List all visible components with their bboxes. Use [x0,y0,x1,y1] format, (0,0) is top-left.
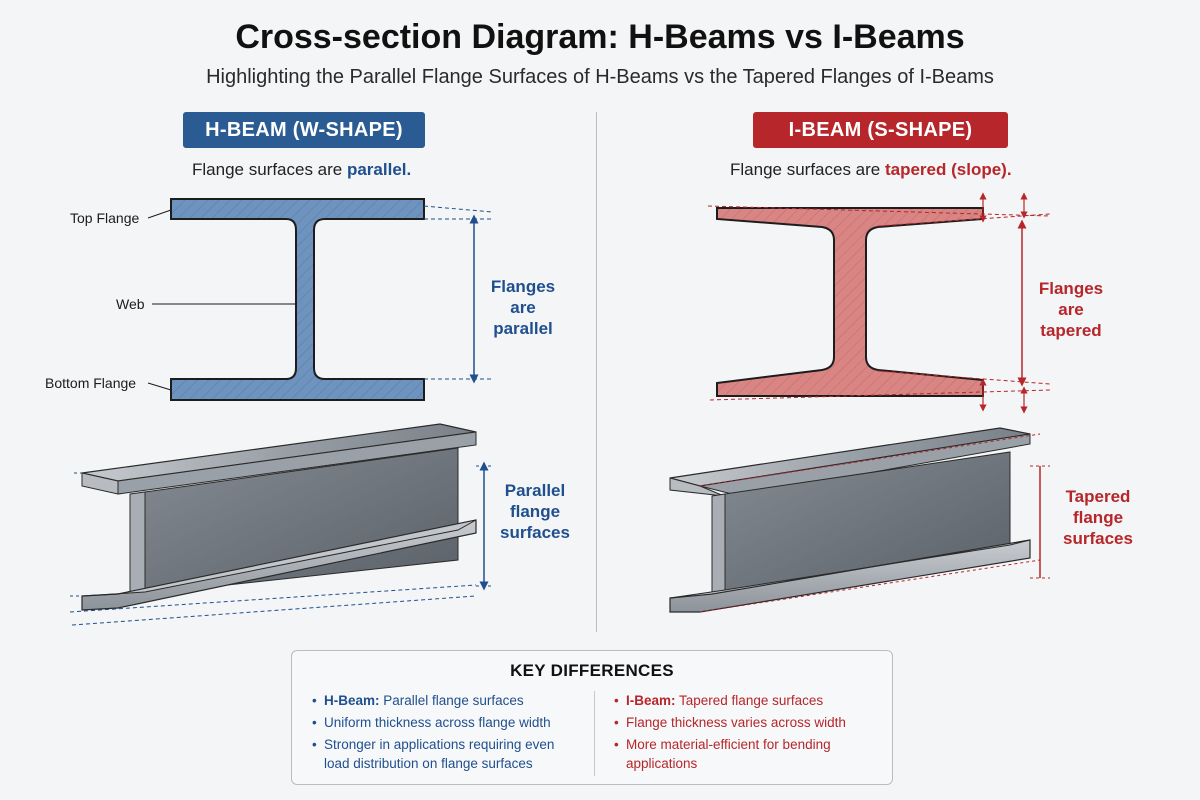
i-callout-3d-line: Tapered [1065,487,1131,506]
h-beam-note: Flange surfaces are parallel. [192,160,411,180]
i-callout-line: are [1058,300,1084,319]
list-item-text: More material-efficient for bending appl… [626,737,831,771]
list-item-strong: I-Beam: [626,693,676,708]
i-beam-3d-callout: Tapered flange surfaces [1050,486,1146,549]
h-callout-line: are [510,298,536,317]
label-top-flange: Top Flange [70,210,140,226]
key-differences-divider [594,691,595,776]
i-callout-line: tapered [1040,321,1102,340]
i-beam-badge: I-BEAM (S-SHAPE) [753,112,1008,148]
i-beam-3d [669,427,1031,613]
h-beam-note-prefix: Flange surfaces are [192,160,347,179]
h-callout-3d-line: flange [509,502,561,521]
center-divider [596,112,597,632]
h-beam-cross-section [170,198,425,401]
h-callout-3d-line: Parallel [504,481,566,500]
list-item: More material-efficient for bending appl… [614,735,884,773]
list-item-text: Flange thickness varies across width [626,715,846,730]
list-item-text: Uniform thickness across flange width [324,715,551,730]
page-subtitle: Highlighting the Parallel Flange Surface… [206,66,994,88]
h-callout-3d-line: surfaces [500,523,570,542]
list-item: Uniform thickness across flange width [312,713,582,732]
list-item: H-Beam: Parallel flange surfaces [312,691,582,710]
i-beam-note-highlight: tapered (slope). [884,160,1012,179]
list-item-strong: H-Beam: [324,693,380,708]
label-web: Web [116,296,145,312]
key-differences-box: KEY DIFFERENCES H-Beam: Parallel flange … [291,650,893,785]
list-item-text: Tapered flange surfaces [675,693,824,708]
i-callout-3d-line: surfaces [1063,529,1133,548]
i-beam-section-callout: Flanges are tapered [1026,278,1116,341]
list-item-text: Stronger in applications requiring even … [324,737,555,771]
h-beam-3d [81,423,477,611]
i-beam-note-prefix: Flange surfaces are [730,160,885,179]
h-beam-differences-list: H-Beam: Parallel flange surfaces Uniform… [312,691,582,776]
list-item: I-Beam: Tapered flange surfaces [614,691,884,710]
h-beam-3d-callout: Parallel flange surfaces [494,480,576,543]
i-beam-note: Flange surfaces are tapered (slope). [730,160,1012,180]
list-item: Stronger in applications requiring even … [312,735,582,773]
h-beam-badge: H-BEAM (W-SHAPE) [183,112,425,148]
i-callout-line: Flanges [1038,279,1104,298]
list-item: Flange thickness varies across width [614,713,884,732]
h-callout-line: parallel [493,319,553,338]
i-callout-3d-line: flange [1072,508,1124,527]
list-item-text: Parallel flange surfaces [379,693,524,708]
h-callout-line: Flanges [490,277,556,296]
page-title: Cross-section Diagram: H-Beams vs I-Beam… [235,18,965,56]
label-bottom-flange: Bottom Flange [45,375,137,391]
key-differences-title: KEY DIFFERENCES [510,661,674,680]
i-beam-differences-list: I-Beam: Tapered flange surfaces Flange t… [614,691,884,776]
h-beam-note-highlight: parallel. [346,160,412,179]
i-beam-cross-section [716,207,984,397]
h-beam-section-callout: Flanges are parallel [478,276,568,339]
